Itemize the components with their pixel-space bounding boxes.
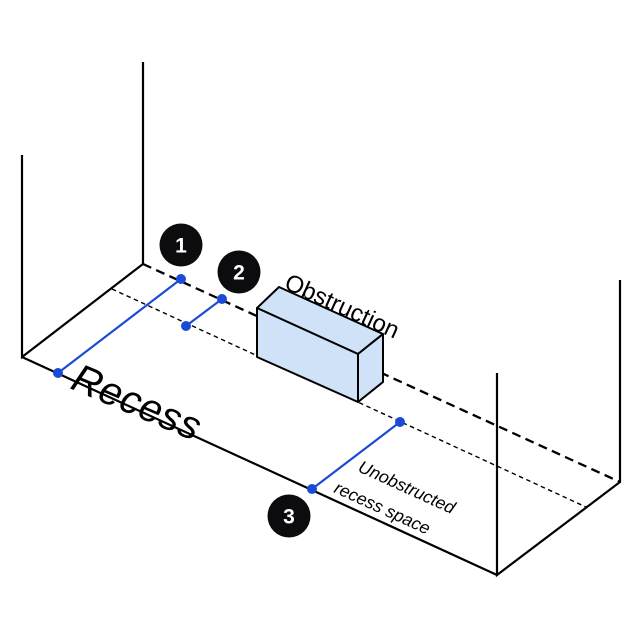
measurement-endpoint-dots <box>53 274 405 494</box>
marker-1-badge: 1 <box>159 223 203 267</box>
measurement-line-2 <box>185 298 223 327</box>
measurement-dot <box>395 417 405 427</box>
obstruction-box <box>256 286 384 403</box>
marker-1-number: 1 <box>175 235 187 258</box>
recess-label: Recess <box>65 356 208 450</box>
unobstructed-recess-space-label: Unobstructed recess space <box>331 456 459 538</box>
left-wall-edges <box>20 62 145 360</box>
obstruction-box-front-face <box>256 307 359 403</box>
marker-3-number: 3 <box>283 506 295 529</box>
recess-front-edge <box>21 356 498 576</box>
measurement-lines <box>57 278 401 490</box>
measurement-dot <box>307 484 317 494</box>
marker-3-badge: 3 <box>267 494 311 538</box>
marker-2-number: 2 <box>233 262 245 285</box>
measurement-dot <box>181 321 191 331</box>
obstruction-face-dashed-line <box>111 288 587 508</box>
marker-2-circle <box>217 250 261 294</box>
marker-1-circle <box>159 223 203 267</box>
measurement-dot <box>53 368 63 378</box>
measurement-line-1 <box>57 278 182 374</box>
measurement-dot <box>176 274 186 284</box>
measurement-dot <box>217 294 227 304</box>
measurement-line-3 <box>311 421 401 490</box>
right-wall-edges <box>495 280 622 578</box>
marker-2-badge: 2 <box>217 250 261 294</box>
marker-3-circle <box>267 494 311 538</box>
